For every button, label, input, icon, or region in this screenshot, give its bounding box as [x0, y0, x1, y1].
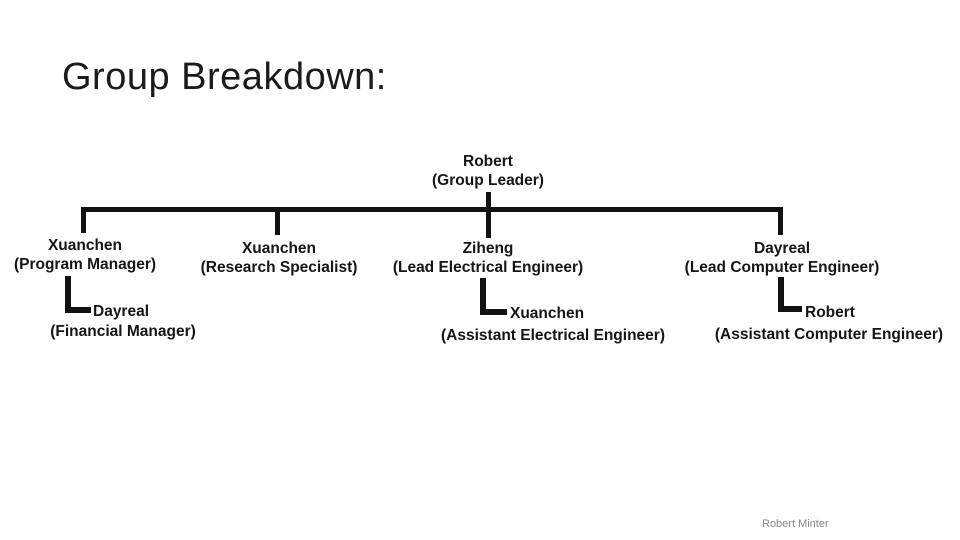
connector-elbow-vertical-financial-manager: [65, 276, 71, 313]
connector-drop-lead-computer-engineer: [778, 207, 783, 235]
connector-elbow-horizontal-financial-manager: [65, 307, 91, 313]
org-node-financial-manager-role: (Financial Manager): [50, 323, 196, 340]
org-node-lead-computer-engineer: Dayreal (Lead Computer Engineer): [642, 239, 922, 277]
connector-elbow-horizontal-assistant-electrical: [480, 309, 507, 315]
org-node-lead-electrical-engineer: Ziheng (Lead Electrical Engineer): [348, 239, 628, 277]
connector-root-drop: [486, 192, 491, 212]
org-node-research-specialist: Xuanchen (Research Specialist): [139, 239, 419, 277]
node-role: (Program Manager): [13, 256, 157, 273]
node-role: (Lead Electrical Engineer): [392, 259, 584, 276]
node-name: Xuanchen: [241, 240, 317, 257]
org-node-group-leader: Robert (Group Leader): [348, 152, 628, 190]
node-role: (Group Leader): [432, 172, 544, 189]
node-role: (Research Specialist): [200, 259, 358, 276]
org-node-financial-manager-name: Dayreal: [93, 303, 150, 320]
node-name: Ziheng: [462, 240, 514, 257]
connector-elbow-horizontal-assistant-computer: [778, 306, 802, 312]
org-node-assistant-computer-name: Robert: [805, 304, 855, 321]
connector-elbow-vertical-assistant-electrical: [480, 278, 486, 315]
connector-drop-lead-electrical-engineer: [486, 207, 491, 238]
node-name: Dayreal: [753, 240, 810, 257]
node-name: Robert: [463, 153, 513, 170]
connector-drop-research-specialist: [275, 207, 280, 235]
slide-title: Group Breakdown:: [62, 56, 387, 98]
org-node-assistant-electrical-role: (Assistant Electrical Engineer): [441, 327, 665, 344]
org-node-assistant-computer-role: (Assistant Computer Engineer): [714, 326, 944, 343]
org-node-assistant-electrical-name: Xuanchen: [510, 305, 585, 322]
org-node-program-manager: Xuanchen (Program Manager): [0, 236, 225, 274]
connector-drop-program-manager: [81, 207, 86, 233]
connector-main-horizontal: [81, 207, 783, 212]
node-role: (Lead Computer Engineer): [684, 259, 880, 276]
connector-elbow-vertical-assistant-computer: [778, 277, 784, 312]
node-name: Xuanchen: [47, 237, 123, 254]
slide-footer-author: Robert Minter: [762, 518, 829, 530]
